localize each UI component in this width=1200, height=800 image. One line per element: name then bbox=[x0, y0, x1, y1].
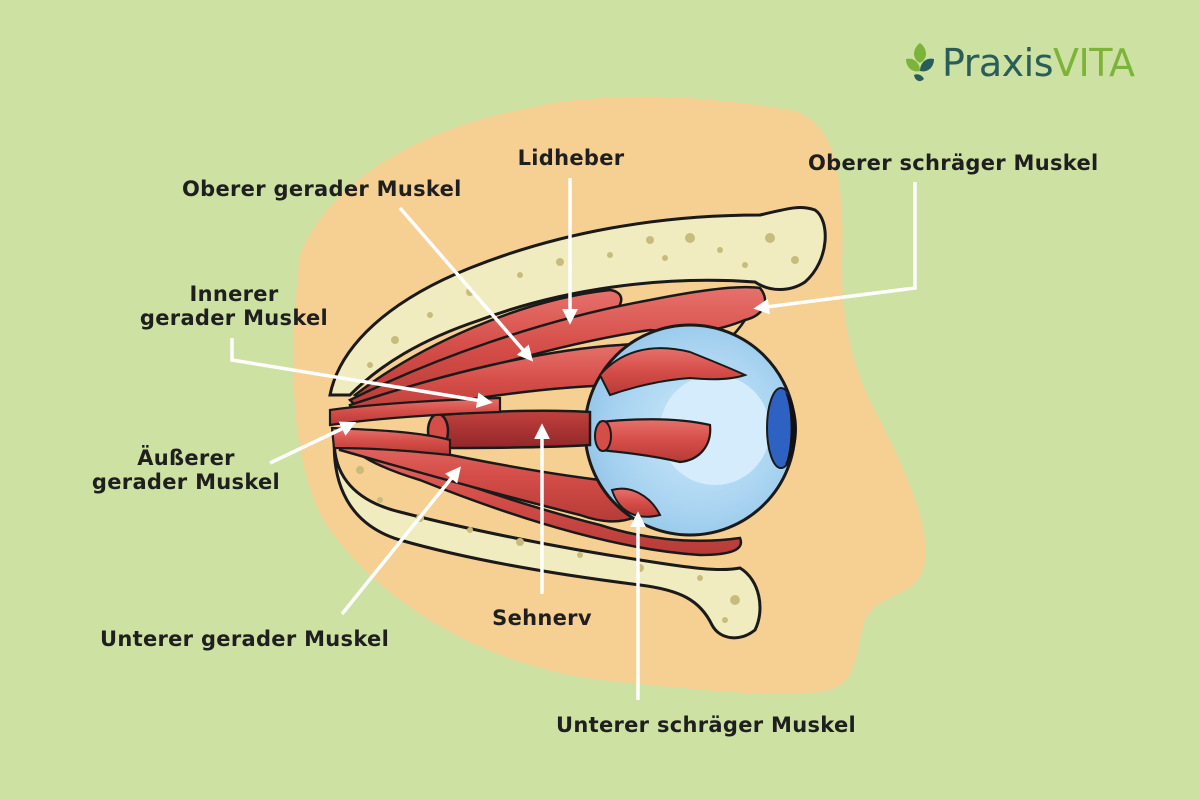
logo-word-vita: VITA bbox=[1053, 41, 1135, 85]
label-lidheber: Lidheber bbox=[517, 146, 625, 170]
medial-rectus-insertion bbox=[598, 418, 712, 464]
upper-orbital-bone bbox=[328, 206, 827, 397]
inferior-oblique-muscle bbox=[341, 437, 743, 557]
optic-nerve bbox=[438, 409, 592, 450]
logo-word-praxis: Praxis bbox=[942, 41, 1054, 85]
leaf-logo-icon bbox=[906, 43, 934, 82]
label-oberer-schraeger-muskel: Oberer schräger Muskel bbox=[808, 151, 1099, 175]
label-unterer-gerader-muskel: Unterer gerader Muskel bbox=[100, 627, 390, 651]
medial-rectus-muscle bbox=[328, 396, 502, 427]
lateral-rectus-muscle bbox=[330, 426, 452, 457]
label-aeusserer-gerader-muskel: Äußerer gerader Muskel bbox=[75, 446, 297, 494]
label-aeusserer-line2: gerader Muskel bbox=[91, 470, 281, 494]
pointer-lines bbox=[230, 178, 917, 700]
label-aeusserer-line1: Äußerer bbox=[137, 446, 235, 470]
label-sehnerv: Sehnerv bbox=[492, 606, 592, 630]
label-innerer-gerader-muskel: Innerer gerader Muskel bbox=[120, 282, 348, 330]
label-innerer-line1: Innerer bbox=[189, 282, 279, 306]
praxisvita-logo: PraxisVITA bbox=[900, 38, 1135, 88]
label-oberer-gerader-muskel: Oberer gerader Muskel bbox=[182, 177, 462, 201]
label-unterer-schraeger-muskel: Unterer schräger Muskel bbox=[556, 713, 857, 737]
logo-wordmark: PraxisVITA bbox=[942, 41, 1135, 85]
lower-orbital-bone bbox=[332, 429, 762, 640]
label-innerer-line2: gerader Muskel bbox=[139, 306, 329, 330]
